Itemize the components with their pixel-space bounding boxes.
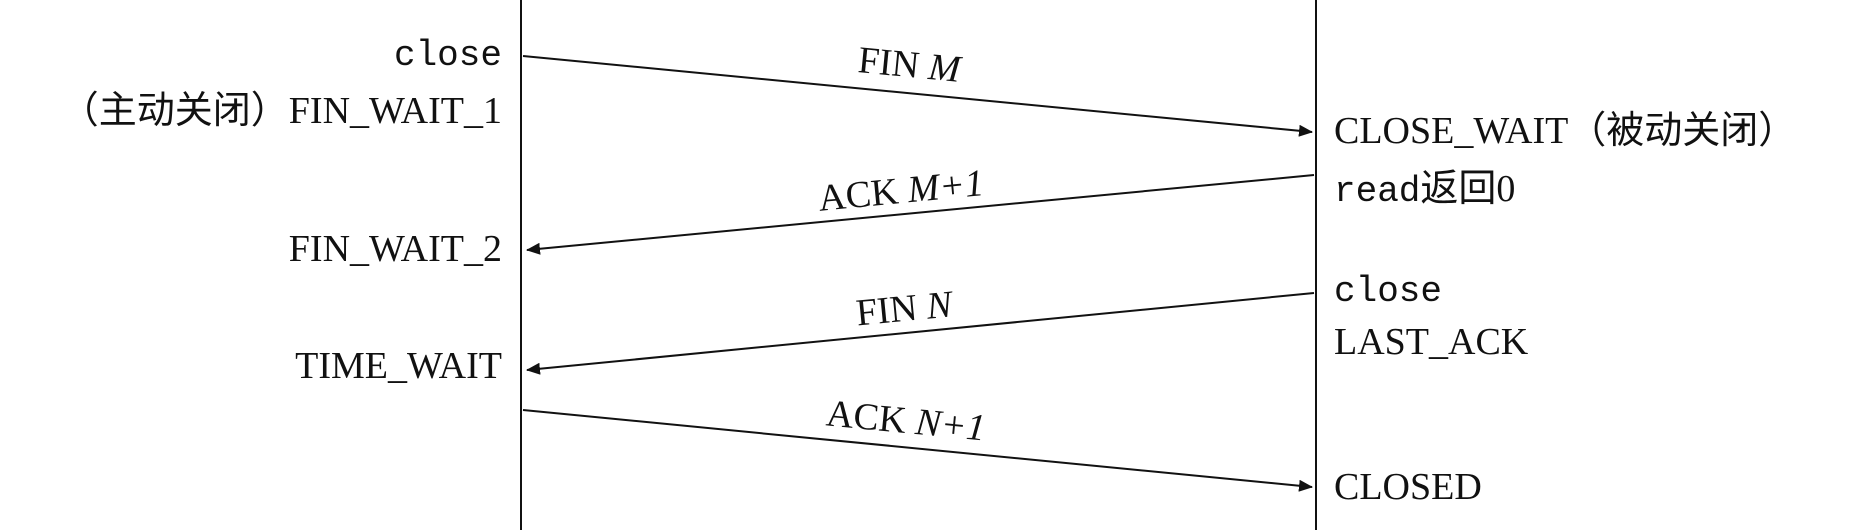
ack-n1-seq: N+1	[913, 401, 988, 450]
fin-n-label: FIN N	[854, 283, 954, 335]
right-state-closed: CLOSED	[1334, 466, 1482, 508]
left-state-fin-wait-2: FIN_WAIT_2	[288, 228, 502, 270]
right-read-returns-zero: read返回0	[1334, 170, 1515, 210]
read-call: read	[1334, 171, 1421, 212]
read-return-text: 返回0	[1420, 168, 1516, 210]
fin-n-prefix: FIN	[854, 285, 929, 335]
left-close-call: close	[393, 35, 502, 76]
fin-n-arrow	[526, 292, 1315, 375]
right-state-close-wait: CLOSE_WAIT（被动关闭）	[1334, 110, 1797, 152]
fin-m-prefix: FIN	[856, 39, 931, 88]
left-state-time-wait: TIME_WAIT	[295, 345, 502, 387]
right-state-last-ack: LAST_ACK	[1334, 321, 1529, 363]
fin-n-seq: N	[924, 283, 954, 328]
right-close-call: close	[1334, 271, 1443, 312]
fin-m-label: FIN M	[856, 39, 963, 91]
fin-m-seq: M	[926, 45, 963, 91]
left-state-fin-wait-1: （主动关闭）FIN_WAIT_1	[60, 90, 502, 132]
ack-m1-arrow	[526, 174, 1315, 255]
ack-m1-prefix: ACK	[816, 169, 910, 220]
ack-n1-arrow	[522, 409, 1313, 492]
ack-m1-seq: M+1	[905, 162, 986, 212]
ack-n1-prefix: ACK	[824, 392, 918, 443]
fin-m-arrow	[522, 55, 1313, 137]
